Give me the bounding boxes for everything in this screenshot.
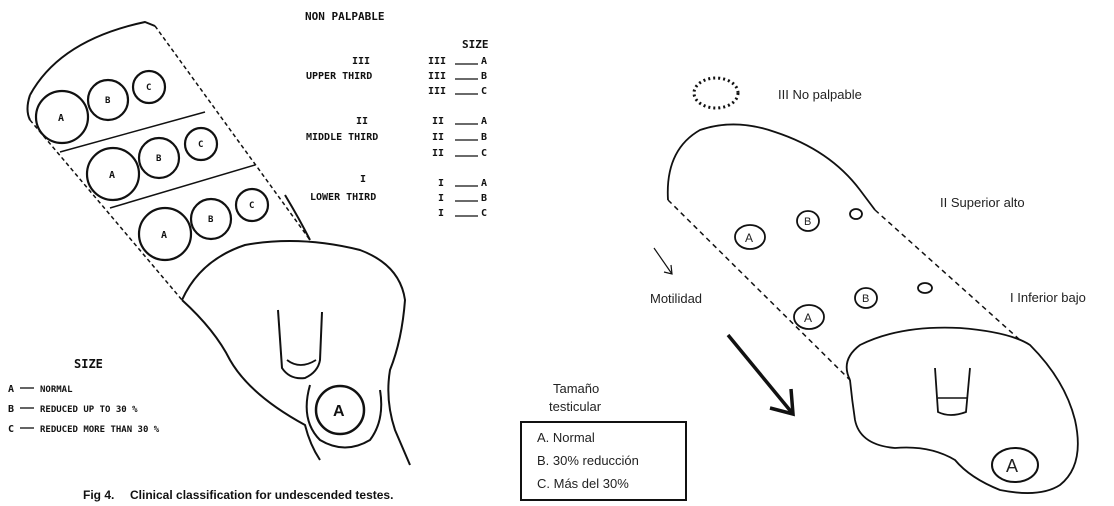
canal-right-dashed — [875, 210, 1020, 340]
level-ii-row-c-letter: C — [481, 148, 487, 159]
inguinal-canal-outline — [30, 22, 155, 95]
right-figure: III No palpable II Superior alto I Infer… — [521, 78, 1086, 500]
level-i-row-c-roman: I — [438, 208, 444, 219]
level-i-roman: I — [360, 174, 366, 185]
motilidad-large-arrow-shaft — [728, 335, 793, 414]
level-ii-row-b-letter: B — [481, 132, 487, 143]
level-iii-row-b-roman: III — [428, 71, 446, 82]
tamano-title-line2: testicular — [549, 399, 602, 414]
circle-upper-b-label: B — [105, 96, 111, 106]
circle-upper-a-label: A — [58, 113, 64, 124]
right-scrotum-testis-label: A — [1006, 456, 1018, 476]
right-circle-upper-c — [850, 209, 862, 219]
right-penis-outline — [935, 368, 970, 415]
motilidad-small-arrow-shaft — [654, 248, 672, 274]
right-circle-lower-b-label: B — [862, 293, 869, 305]
level-iii-row-c-letter: C — [481, 86, 487, 97]
level-iii-row-a-roman: III — [428, 56, 446, 67]
size-legend-a-text: NORMAL — [40, 385, 73, 395]
level-iii-row-a-letter: A — [481, 56, 487, 67]
inguinal-canal-outer-dashed — [155, 26, 310, 240]
canal-divider-upper — [60, 112, 205, 152]
circle-middle-a-label: A — [109, 170, 115, 181]
tamano-legend-item-a: A. Normal — [537, 430, 595, 445]
level-ii-roman: II — [356, 116, 368, 127]
figure-caption-text: Clinical classification for undescended … — [130, 488, 393, 502]
level-i-row-a-roman: I — [438, 178, 444, 189]
right-circle-lower-c — [918, 283, 932, 293]
canal-left-arc — [28, 95, 31, 120]
level-ii-row-a-roman: II — [432, 116, 444, 127]
circle-upper-c-label: C — [146, 83, 151, 93]
circle-lower-b-label: B — [208, 215, 214, 225]
thigh-outline — [182, 300, 320, 460]
right-circle-upper-b-label: B — [804, 216, 811, 228]
tamano-title-line1: Tamaño — [553, 381, 599, 396]
tamano-legend-item-c: C. Más del 30% — [537, 476, 629, 491]
label-inferior: I Inferior bajo — [1010, 290, 1086, 305]
level-ii-row-c-roman: II — [432, 148, 444, 159]
circle-lower-c-label: C — [249, 201, 254, 211]
left-figure: A B C A B C A B C A NON PALPABLE SIZE II… — [8, 10, 489, 502]
level-ii-label: MIDDLE THIRD — [306, 132, 378, 143]
level-i-row-b-roman: I — [438, 193, 444, 204]
canal-right-curve — [285, 195, 310, 240]
label-no-palpable: III No palpable — [778, 87, 862, 102]
size-legend-heading: SIZE — [74, 357, 103, 371]
level-iii-row-b-letter: B — [481, 71, 487, 82]
circle-middle-c-label: C — [198, 140, 203, 150]
level-ii-row-a-letter: A — [481, 116, 487, 127]
canal-divider-lower — [110, 165, 255, 208]
right-circle-lower-a-label: A — [804, 311, 812, 325]
label-superior: II Superior alto — [940, 195, 1025, 210]
level-iii-label: UPPER THIRD — [306, 71, 372, 82]
penis-outline — [278, 310, 322, 378]
size-legend-c-text: REDUCED MORE THAN 30 % — [40, 425, 160, 435]
figure-caption-number: Fig 4. — [83, 488, 114, 502]
level-iii-row-c-roman: III — [428, 86, 446, 97]
level-ii-row-b-roman: II — [432, 132, 444, 143]
level-i-row-c-letter: C — [481, 208, 487, 219]
level-i-row-a-letter: A — [481, 178, 487, 189]
scrotum-body-outline — [847, 328, 1078, 493]
level-i-row-b-letter: B — [481, 193, 487, 204]
size-legend-b-text: REDUCED UP TO 30 % — [40, 405, 138, 415]
size-legend-b-letter: B — [8, 404, 14, 415]
level-iii-roman: III — [352, 56, 370, 67]
size-column-heading: SIZE — [462, 38, 489, 51]
non-palpable-title: NON PALPABLE — [305, 10, 384, 23]
size-legend-a-letter: A — [8, 384, 14, 395]
no-palpable-dotted-circle — [694, 78, 738, 108]
canal-solid-outline — [668, 124, 875, 210]
label-motilidad: Motilidad — [650, 291, 702, 306]
tamano-legend-item-b: B. 30% reducción — [537, 453, 639, 468]
level-i-label: LOWER THIRD — [310, 192, 376, 203]
circle-lower-a-label: A — [161, 230, 167, 241]
inguinal-canal-inner-dashed — [30, 120, 182, 300]
right-circle-upper-a-label: A — [745, 231, 753, 245]
size-legend-c-letter: C — [8, 424, 14, 435]
scrotum-testis-label: A — [333, 403, 345, 420]
circle-middle-b-label: B — [156, 154, 162, 164]
penis-glans — [287, 360, 316, 365]
